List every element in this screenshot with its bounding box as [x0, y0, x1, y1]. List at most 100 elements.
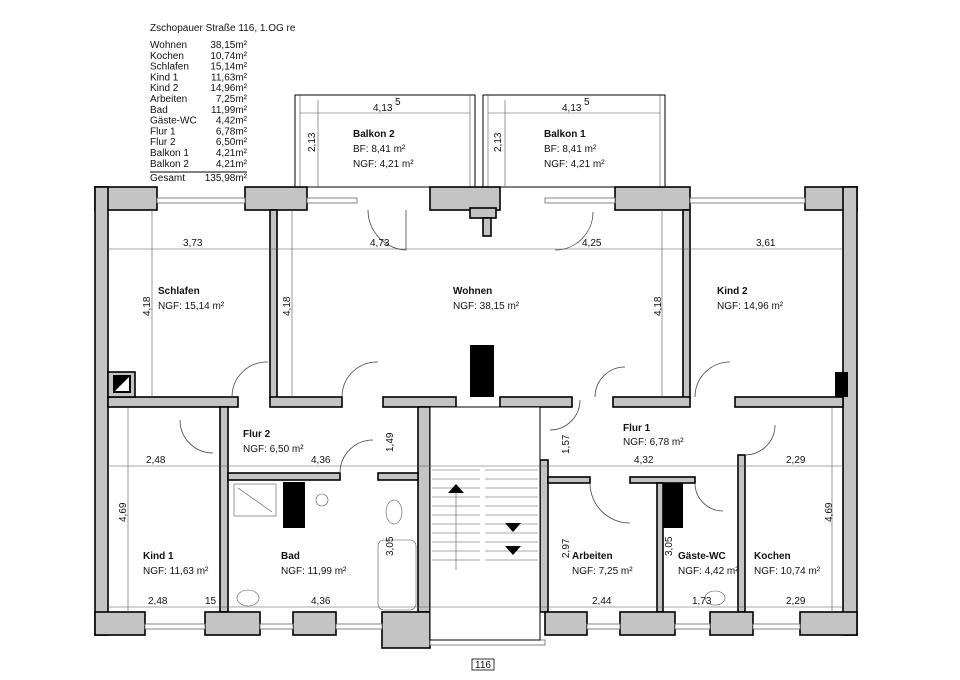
room-flur-2: Flur 2 NGF: 6,50 m² [243, 429, 304, 455]
label-text: 2,48 [148, 596, 168, 607]
label-text: 4,32 [634, 455, 654, 466]
bathroom-fixtures [233, 483, 726, 611]
legend-room-name: Bad [150, 105, 168, 116]
label-text: Schlafen [158, 286, 200, 297]
dimension-labels: 3,73 4,73 4,25 3,61 4,18 4,18 4,18 2,48 … [118, 238, 835, 607]
label-text: NGF: 4,21 m² [544, 159, 605, 170]
label-text: 15 [205, 596, 217, 607]
staircase [429, 406, 541, 641]
legend-room-name: Arbeiten [150, 94, 187, 105]
legend-room-name: Kochen [150, 51, 184, 62]
label-text: NGF: 4,42 m² [678, 566, 739, 577]
label-text: BF: 8,41 m² [353, 144, 406, 155]
label-text: 4,69 [118, 502, 129, 522]
legend-room-area: 11,63m² [211, 72, 248, 83]
label-text: NGF: 6,50 m² [243, 444, 304, 455]
legend-room-name: Kind 1 [150, 72, 179, 83]
label-text: Wohnen [453, 286, 492, 297]
label-text: 2,13 [307, 132, 318, 152]
room-kind-1: Kind 1 NGF: 11,63 m² [143, 551, 209, 577]
legend-room-name: Kind 2 [150, 83, 179, 94]
label-text: 5 [395, 97, 401, 108]
dimension-lines [108, 210, 843, 612]
legend-room-area: 7,25m² [216, 94, 248, 105]
balcony-1-labels: 4,13 5 2,13 Balkon 1 BF: 8,41 m² NGF: 4,… [493, 97, 605, 170]
legend-room-area: 14,96m² [210, 83, 247, 94]
label-text: NGF: 14,96 m² [717, 301, 784, 312]
label-text: 4,25 [582, 238, 602, 249]
label-text: 4,13 [373, 103, 393, 114]
label-text: 3,61 [756, 238, 776, 249]
label-text: 116 [475, 660, 491, 671]
room-kind-2: Kind 2 NGF: 14,96 m² [717, 286, 784, 312]
legend-room-name: Balkon 2 [150, 159, 189, 170]
label-text: 4,36 [311, 455, 331, 466]
label-text: 4,36 [311, 596, 331, 607]
label-text: 4,73 [370, 238, 390, 249]
legend-room-area: 4,21m² [216, 148, 248, 159]
legend-room-area: 10,74m² [210, 51, 247, 62]
legend-total-area: 135,98m² [205, 173, 248, 184]
label-text: 2,29 [786, 596, 806, 607]
plan-title: Zschopauer Straße 116, 1.OG re [150, 23, 296, 34]
legend-room-name: Flur 1 [150, 126, 176, 137]
legend-room-area: 4,21m² [216, 159, 248, 170]
legend-room-name: Wohnen [150, 40, 187, 51]
label-text: NGF: 11,99 m² [281, 566, 347, 577]
label-text: NGF: 38,15 m² [453, 301, 520, 312]
label-text: Flur 2 [243, 429, 271, 440]
area-legend: Wohnen 38,15m² Kochen 10,74m² Schlafen 15,14m… [150, 40, 248, 184]
label-text: 3,05 [385, 536, 396, 556]
label-text: 1,49 [385, 432, 396, 452]
balcony-2-name: Balkon 2 [353, 129, 395, 140]
label-text: NGF: 7,25 m² [572, 566, 633, 577]
label-text: NGF: 10,74 m² [754, 566, 821, 577]
label-text: 5 [584, 97, 590, 108]
label-text: Flur 1 [623, 423, 651, 434]
label-text: 2,97 [561, 538, 572, 558]
legend-room-area: 4,42m² [216, 116, 248, 127]
doors [179, 209, 776, 524]
label-text: BF: 8,41 m² [544, 144, 597, 155]
label-text: Kind 2 [717, 286, 748, 297]
legend-room-area: 11,99m² [211, 105, 248, 116]
balcony-1 [482, 94, 666, 188]
house-number-tag: 116 [471, 658, 495, 671]
label-text: 4,69 [824, 502, 835, 522]
label-text: 2,29 [786, 455, 806, 466]
chimney-shafts [113, 345, 848, 528]
label-text: NGF: 15,14 m² [158, 301, 225, 312]
windows [144, 197, 806, 646]
legend-room-area: 38,15m² [210, 40, 247, 51]
label-text: 4,18 [282, 296, 293, 316]
balcony-2 [294, 94, 476, 188]
label-text: 1,73 [692, 596, 712, 607]
legend-room-area: 15,14m² [210, 62, 247, 73]
label-text: Bad [281, 551, 300, 562]
label-text: 4,18 [653, 296, 664, 316]
legend-room-area: 6,78m² [216, 126, 248, 137]
label-text: 4,18 [142, 296, 153, 316]
label-text: NGF: 11,63 m² [143, 566, 209, 577]
stairs-up-arrow [448, 484, 464, 493]
label-text: Kochen [754, 551, 791, 562]
balcony-1-name: Balkon 1 [544, 129, 586, 140]
legend-room-name: Flur 2 [150, 137, 176, 148]
balcony-2-labels: 4,13 5 2,13 Balkon 2 BF: 8,41 m² NGF: 4,… [307, 97, 414, 170]
legend-room-name: Balkon 1 [150, 148, 189, 159]
legend-room-name: Gäste-WC [150, 116, 197, 127]
label-text: Kind 1 [143, 551, 174, 562]
label-text: 3,73 [183, 238, 203, 249]
legend-room-name: Schlafen [150, 62, 189, 73]
label-text: 2,13 [493, 132, 504, 152]
label-text: 2,44 [592, 596, 612, 607]
